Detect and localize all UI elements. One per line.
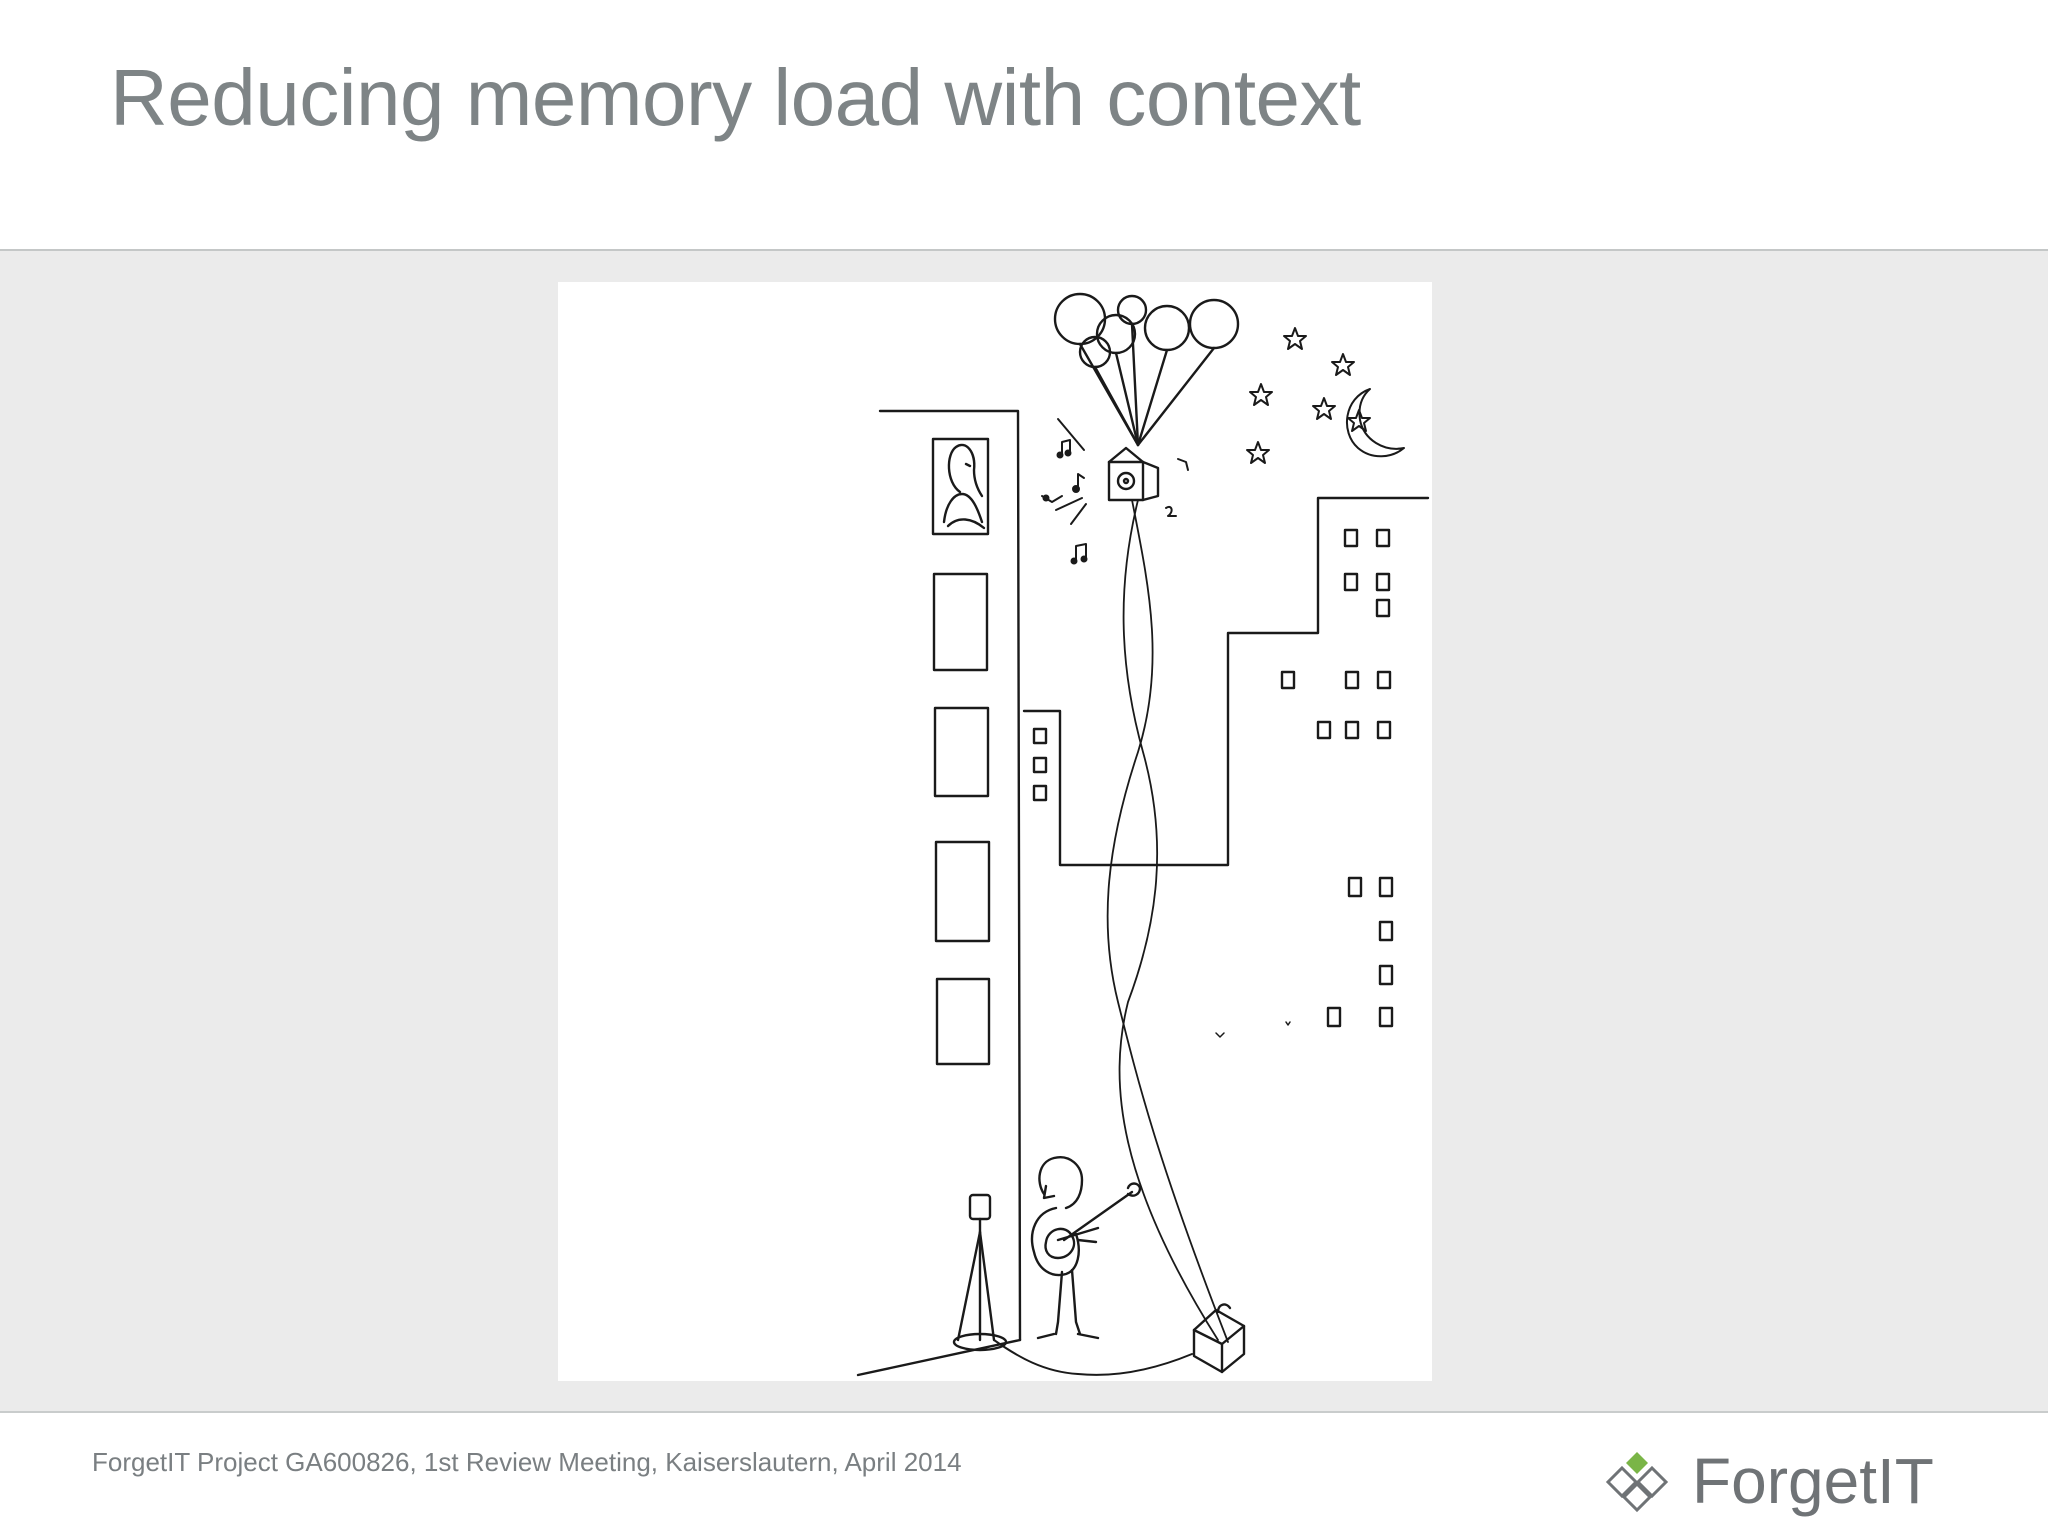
slide-title: Reducing memory load with context	[110, 53, 1361, 142]
logo-wordmark: ForgetIT	[1692, 1445, 1934, 1517]
music-notes	[1041, 418, 1189, 565]
street-lamp	[952, 1193, 1008, 1352]
slide-footer: ForgetIT Project GA600826, 1st Review Me…	[0, 1411, 2048, 1538]
balloon-cluster	[1053, 292, 1240, 447]
floating-speaker	[1107, 446, 1160, 502]
forgetit-logo: ForgetIT	[1604, 1441, 1934, 1521]
moon-and-stars	[1246, 327, 1405, 464]
tall-building	[856, 409, 1022, 1377]
balloon-tethers	[1106, 499, 1229, 1343]
distant-birds	[1215, 1021, 1291, 1038]
middle-building	[1022, 496, 1430, 1028]
forgetit-logo-icon	[1605, 1452, 1669, 1513]
ground-cable	[993, 1339, 1193, 1376]
guitarist-figure	[1030, 1156, 1142, 1340]
ground-lantern	[1192, 1303, 1246, 1374]
slide-header: Reducing memory load with context	[0, 0, 2048, 251]
balloon-serenade-illustration	[558, 282, 1432, 1381]
slide-content	[0, 251, 2048, 1411]
footer-caption: ForgetIT Project GA600826, 1st Review Me…	[92, 1447, 962, 1477]
